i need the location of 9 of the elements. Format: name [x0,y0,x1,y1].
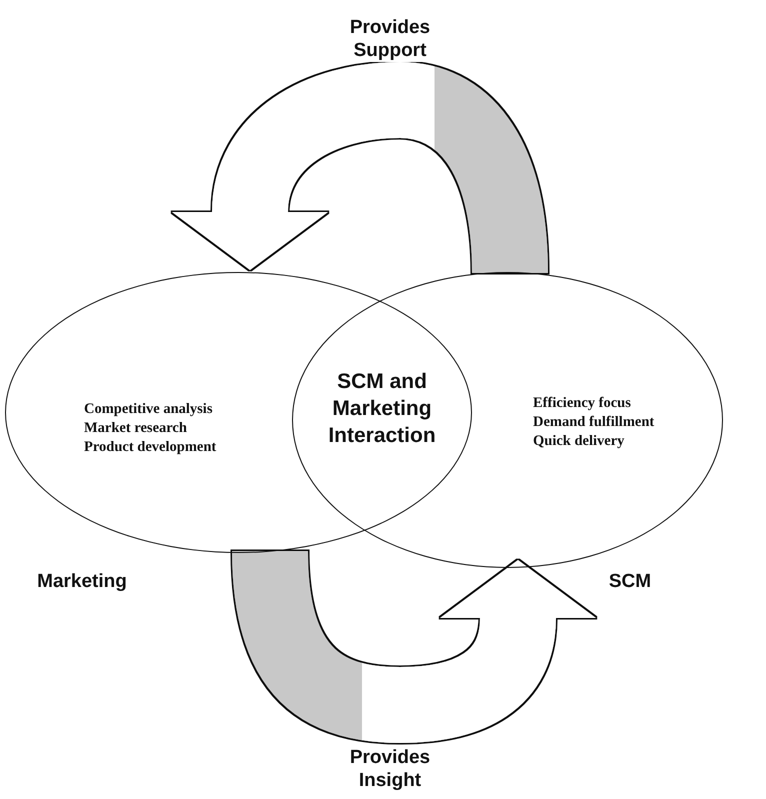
center-label: SCM and Marketing Interaction [327,369,437,449]
list-item: Product development [84,438,216,457]
list-item: Competitive analysis [84,400,214,419]
list-item: Efficiency focus [533,394,632,413]
ellipse [5,272,472,553]
list-item: Market research [84,419,188,438]
list-item: Quick delivery [533,432,626,451]
list-item: Demand fulfillment [533,413,654,432]
ellipse [292,272,723,568]
